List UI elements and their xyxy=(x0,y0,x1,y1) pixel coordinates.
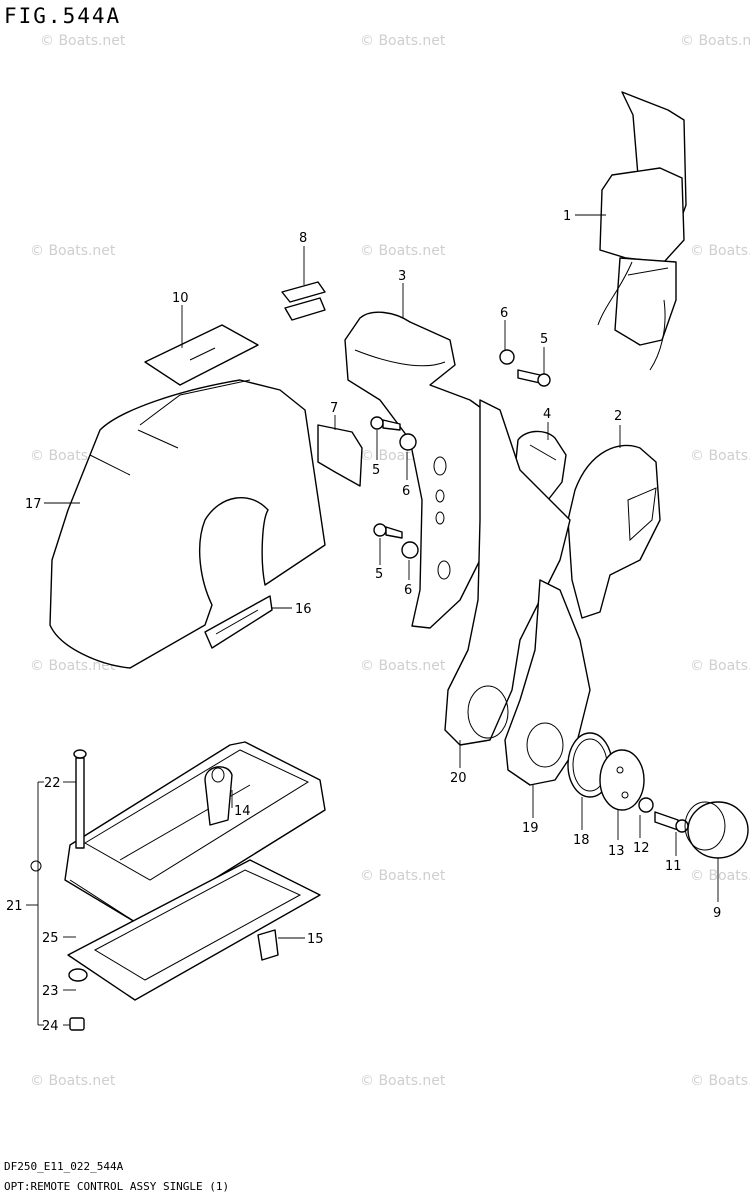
watermark: © Boats.net xyxy=(360,1073,446,1089)
part-14-pin xyxy=(204,766,233,826)
watermark: © Boats.net xyxy=(30,243,116,259)
callout-8: 8 xyxy=(299,231,307,246)
callout-6a: 6 xyxy=(500,306,508,321)
figure-title: FIG.544A xyxy=(4,4,122,28)
part-6-washer-middle xyxy=(399,433,417,451)
part-1-control-handle xyxy=(597,91,687,371)
callout-16: 16 xyxy=(295,602,312,617)
part-6-washer-lower xyxy=(401,541,419,559)
callout-13: 13 xyxy=(608,844,625,859)
part-2-bracket xyxy=(567,444,661,619)
callout-15: 15 xyxy=(307,932,324,947)
watermark: © Boats.net xyxy=(690,658,750,674)
callout-5b: 5 xyxy=(372,463,380,478)
callout-3: 3 xyxy=(398,269,406,284)
callout-25: 25 xyxy=(42,931,59,946)
part-6-washer-upper xyxy=(499,349,515,365)
callout-7: 7 xyxy=(330,401,338,416)
part-10-label-plate xyxy=(144,324,259,386)
callout-labels: 1 2 3 4 5 5 5 6 6 6 7 8 9 10 11 12 13 14… xyxy=(6,209,721,1034)
watermark: © Boats.net xyxy=(360,243,446,259)
callout-6b: 6 xyxy=(402,484,410,499)
figure-caption: OPT:REMOTE CONTROL ASSY SINGLE (1) xyxy=(4,1180,230,1193)
callout-5c: 5 xyxy=(375,567,383,582)
part-8-emblem xyxy=(281,281,326,321)
part-7-clip xyxy=(317,424,363,487)
watermark: © Boats.net xyxy=(690,243,750,259)
part-9-cap xyxy=(684,801,749,859)
callout-9: 9 xyxy=(713,906,721,921)
part-gasket-plate xyxy=(67,859,321,1001)
watermark: © Boats.net xyxy=(40,33,126,49)
part-11-screw xyxy=(654,811,689,833)
callout-23: 23 xyxy=(42,984,59,999)
part-16-tab xyxy=(204,595,273,649)
part-5-screw-upper xyxy=(517,369,551,387)
figure-code: DF250_E11_022_544A xyxy=(4,1160,124,1173)
callout-11: 11 xyxy=(665,859,682,874)
watermark: © Boats.net xyxy=(690,448,750,464)
callout-18: 18 xyxy=(573,833,590,848)
callout-10: 10 xyxy=(172,291,189,306)
part-19-arm xyxy=(504,579,591,786)
watermark: © Boats.net xyxy=(690,1073,750,1089)
callout-6c: 6 xyxy=(404,583,412,598)
callout-4: 4 xyxy=(543,407,551,422)
callout-14: 14 xyxy=(234,804,251,819)
watermark: © Boats.net xyxy=(360,658,446,674)
part-20-arm xyxy=(444,399,571,746)
watermark: © Boats.net xyxy=(30,658,116,674)
part-3-case xyxy=(344,311,506,629)
callout-19: 19 xyxy=(522,821,539,836)
part-5-screw-middle xyxy=(370,416,401,431)
part-15-spacer xyxy=(257,929,279,961)
callout-20: 20 xyxy=(450,771,467,786)
callout-24: 24 xyxy=(42,1019,59,1034)
callout-12: 12 xyxy=(633,841,650,856)
part-23-washer xyxy=(68,968,88,982)
callout-1: 1 xyxy=(563,209,571,224)
callout-21: 21 xyxy=(6,899,23,914)
callout-22: 22 xyxy=(44,776,61,791)
part-5-screw-lower xyxy=(373,523,403,539)
watermark: © Boats.net xyxy=(680,33,750,49)
watermark: © Boats.net xyxy=(360,33,446,49)
part-13-disc xyxy=(599,749,645,811)
part-24-nut xyxy=(69,1017,85,1031)
watermark: © Boats.net xyxy=(360,868,446,884)
watermark: © Boats.net xyxy=(690,868,750,884)
callout-5a: 5 xyxy=(540,332,548,347)
callout-17: 17 xyxy=(25,497,42,512)
part-17-cover xyxy=(49,379,326,669)
part-22-screw xyxy=(73,749,87,849)
leader-lines xyxy=(26,214,719,1026)
callout-2: 2 xyxy=(614,409,622,424)
watermark: © Boats.net xyxy=(30,1073,116,1089)
part-12-washer xyxy=(638,797,654,813)
